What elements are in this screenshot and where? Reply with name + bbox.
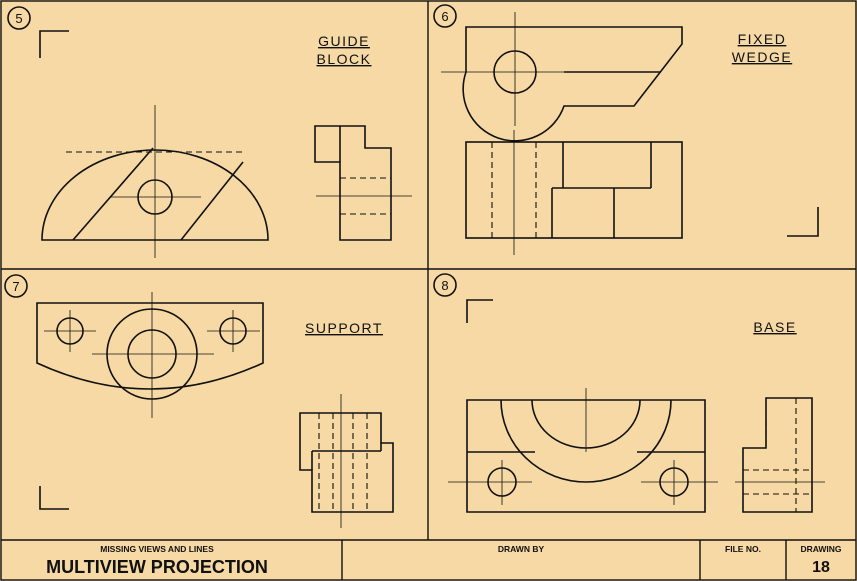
problem-5-number-circle bbox=[7, 6, 31, 30]
drawing-label: DRAWING bbox=[800, 544, 841, 554]
fixed-wedge-front-view bbox=[465, 130, 683, 255]
problem-5-corner-mark bbox=[39, 30, 69, 58]
problem-6-number: 6 bbox=[441, 9, 448, 24]
problem-6-panel: 6 FIXED WEDGE bbox=[433, 4, 819, 255]
base-side-view bbox=[735, 397, 825, 513]
problem-5-panel: 5 GUIDE BLOCK bbox=[7, 6, 412, 258]
problem-8-corner-mark bbox=[466, 299, 493, 323]
base-front-view bbox=[448, 388, 718, 513]
file-no-label: FILE NO. bbox=[725, 544, 761, 554]
problem-8-number-circle bbox=[433, 273, 457, 297]
support-top-view bbox=[36, 292, 264, 418]
title-block-title: MULTIVIEW PROJECTION bbox=[46, 557, 268, 577]
problem-8-panel: 8 BASE bbox=[433, 273, 825, 513]
problem-8-title: BASE bbox=[753, 319, 796, 335]
problem-6-number-circle bbox=[433, 4, 457, 28]
problem-6-title-line-2: WEDGE bbox=[732, 49, 792, 65]
guide-block-front-view bbox=[41, 105, 269, 258]
problem-5-title-line-2: BLOCK bbox=[317, 51, 372, 67]
problem-6-corner-mark bbox=[787, 207, 819, 237]
problem-7-number: 7 bbox=[12, 279, 19, 294]
problem-8-number: 8 bbox=[441, 278, 448, 293]
problem-7-panel: 7 SUPPORT bbox=[4, 274, 394, 528]
problem-7-number-circle bbox=[4, 274, 28, 298]
drawn-by-label: DRAWN BY bbox=[498, 544, 545, 554]
fixed-wedge-top-view bbox=[441, 12, 683, 142]
problem-5-number: 5 bbox=[15, 11, 22, 26]
problem-7-corner-mark bbox=[39, 486, 69, 510]
problem-6-title-line-1: FIXED bbox=[738, 31, 787, 47]
problem-7-title: SUPPORT bbox=[305, 320, 383, 336]
title-block: MISSING VIEWS AND LINES MULTIVIEW PROJEC… bbox=[46, 540, 842, 580]
guide-block-side-view bbox=[314, 125, 412, 241]
problem-5-title-line-1: GUIDE bbox=[318, 33, 370, 49]
drawing-number: 18 bbox=[812, 559, 830, 576]
title-block-subtitle: MISSING VIEWS AND LINES bbox=[100, 544, 214, 554]
support-side-view bbox=[299, 394, 394, 528]
